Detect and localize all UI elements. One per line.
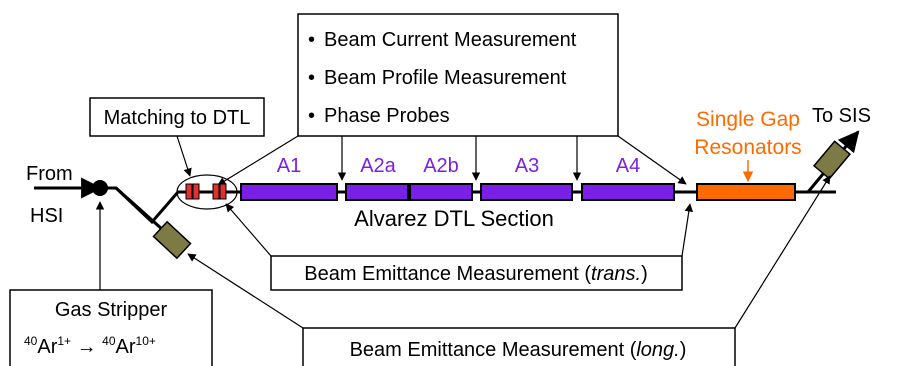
emittance-long-pointer [187,253,304,329]
tank-a1 [240,183,338,201]
tank-a2b [409,183,473,201]
reaction-mass1: 40 [24,334,38,348]
pointer-line [617,135,687,185]
tank-a2a [345,183,409,201]
emittance-long-pointer [734,175,831,329]
from-label: From [26,163,73,185]
measurement-bullet: • [308,105,315,127]
emittance-trans-suffix: ) [641,263,648,285]
matching-section-ellipse [176,174,238,210]
reaction-charge2: 10+ [136,334,156,348]
tank-label-a4: A4 [616,155,640,177]
emittance-trans-pointer [681,203,694,257]
tank-label-a2b: A2b [423,155,459,177]
tank-label-a2a: A2a [360,155,396,177]
measurement-item-profile: Beam Profile Measurement [324,67,567,89]
resonators-label-line2: Resonators [694,136,801,159]
quadrupole-icon [192,183,200,200]
quadrupole-icon [185,183,193,200]
reaction-charge1: 1+ [57,334,71,348]
stripper-dot [92,180,108,196]
gas-stripper-box [9,289,213,366]
emittance-trans-box [270,255,683,291]
quadrupole-icon [219,183,227,200]
tank-label-a1: A1 [277,155,301,177]
reaction-element1: Ar [37,336,57,358]
matching-label: Matching to DTL [104,107,251,129]
emittance-long-label: Beam Emittance Measurement (long.) [350,339,687,361]
emittance-trans-prefix: Beam Emittance Measurement ( [304,263,591,285]
emittance-long-italic: long. [636,339,679,361]
emittance-trans-italic: trans. [591,263,641,285]
emittance-long-box [302,327,736,366]
measurement-item-phase-probes: Phase Probes [324,105,450,127]
matching-pointer [176,135,192,177]
to-sis-label: To SIS [812,105,871,127]
emittance-detector-long-icon [152,220,192,260]
measurements-box [297,13,619,137]
emittance-detector-sis-icon [812,140,852,180]
emittance-long-suffix: ) [680,339,687,361]
hsi-label: HSI [30,205,63,227]
single-gap-resonators [696,183,796,201]
emittance-trans-label: Beam Emittance Measurement (trans.) [304,263,647,285]
measurement-bullet: • [308,29,315,51]
tank-a3 [480,183,573,201]
pointer-line [217,135,299,186]
reaction-element2: Ar [116,336,136,358]
quadrupole-icon [212,183,220,200]
section-title: Alvarez DTL Section [354,206,554,231]
tank-a4 [581,183,675,201]
gas-stripper-label: Gas Stripper [55,299,168,321]
reaction-equation: 40Ar1+ → 40Ar10+ [24,334,156,358]
resonators-label-line1: Single Gap [696,108,800,131]
reaction-mass2: 40 [102,334,116,348]
measurement-bullet: • [308,67,315,89]
measurement-item-current: Beam Current Measurement [324,29,577,51]
tank-label-a3: A3 [515,155,539,177]
emittance-trans-pointer [225,203,272,257]
emittance-long-prefix: Beam Emittance Measurement ( [350,339,637,361]
reaction-arrow: → [71,336,102,358]
